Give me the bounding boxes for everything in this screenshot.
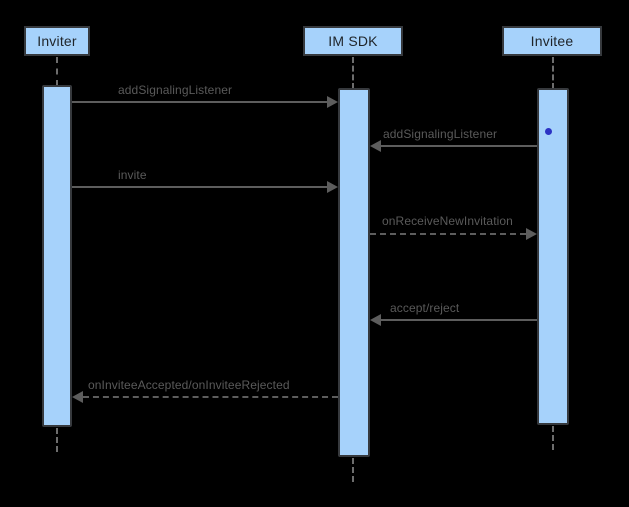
arrow-head-left-icon-6 <box>72 391 83 403</box>
participant-label-inviter: Inviter <box>37 33 77 49</box>
activation-bar-inviter[interactable] <box>42 85 72 427</box>
activation-bar-imsdk[interactable] <box>338 88 370 457</box>
lifeline-invitee-top <box>552 57 554 89</box>
arrow-head-left-icon-5 <box>370 314 381 326</box>
lifeline-inviter-top <box>56 57 58 86</box>
message-line-5[interactable] <box>381 319 537 321</box>
participant-header-inviter[interactable]: Inviter <box>24 26 90 56</box>
message-label-4: onReceiveNewInvitation <box>382 214 513 228</box>
message-label-6: onInviteeAccepted/onInviteeRejected <box>88 378 290 392</box>
arrow-head-right-icon-3 <box>327 181 338 193</box>
lifeline-inviter-bottom <box>56 428 58 452</box>
lifeline-invitee-bottom <box>552 426 554 450</box>
selection-dot-marker <box>545 128 552 135</box>
activation-bar-invitee[interactable] <box>537 88 569 425</box>
participant-header-imsdk[interactable]: IM SDK <box>303 26 403 56</box>
message-line-1[interactable] <box>72 101 327 103</box>
message-label-5: accept/reject <box>390 301 460 315</box>
participant-header-invitee[interactable]: Invitee <box>502 26 602 56</box>
message-label-1: addSignalingListener <box>118 83 233 97</box>
message-line-3[interactable] <box>72 186 327 188</box>
arrow-head-right-icon-1 <box>327 96 338 108</box>
message-label-2: addSignalingListener <box>383 127 498 141</box>
lifeline-imsdk-bottom <box>352 458 354 482</box>
message-line-4[interactable] <box>370 233 526 235</box>
arrow-head-right-icon-4 <box>526 228 537 240</box>
message-line-2[interactable] <box>381 145 537 147</box>
participant-label-invitee: Invitee <box>530 33 574 49</box>
arrow-head-left-icon-2 <box>370 140 381 152</box>
lifeline-imsdk-top <box>352 57 354 89</box>
participant-label-imsdk: IM SDK <box>328 33 378 49</box>
message-line-6[interactable] <box>83 396 338 398</box>
message-label-3: invite <box>118 168 147 182</box>
